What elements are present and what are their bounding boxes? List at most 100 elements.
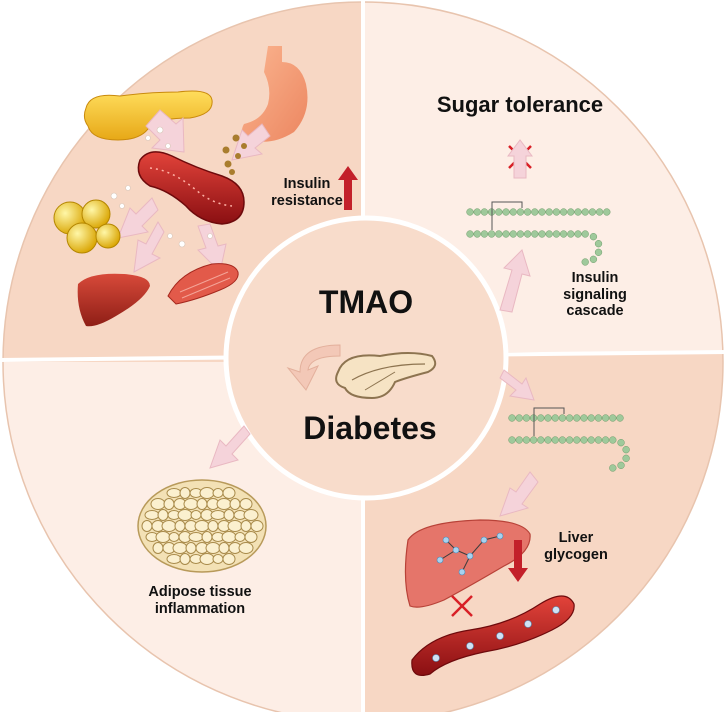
chain-bead xyxy=(594,248,603,256)
adipose-cell xyxy=(174,520,186,532)
insulin-resistance-line1: Insulin xyxy=(283,176,331,192)
cascade-arrow xyxy=(499,249,531,313)
adipose-cell xyxy=(183,498,199,510)
adipose-cell xyxy=(185,542,197,554)
chain-bead xyxy=(565,414,574,422)
chain-bead xyxy=(594,414,603,422)
adipose-cell xyxy=(240,520,252,532)
blocked-cross-icon-bottom xyxy=(451,595,473,617)
chain-bead xyxy=(594,240,603,248)
chain-bead xyxy=(567,208,575,216)
chain-bead xyxy=(617,439,625,447)
chain-bead xyxy=(594,436,603,444)
chain-bead xyxy=(508,436,516,444)
adipose-arrow xyxy=(209,425,251,469)
adipose-cell xyxy=(196,498,208,510)
chain-bead xyxy=(573,436,581,444)
adipose-cell xyxy=(172,542,188,554)
blood-vessel-icon xyxy=(137,151,245,225)
chain-bead xyxy=(609,436,617,444)
chain-bead xyxy=(601,414,610,422)
chain-bead xyxy=(544,436,552,444)
glycogen-arrow xyxy=(508,540,528,582)
chain-bead xyxy=(559,208,568,216)
adipose-cell xyxy=(221,531,237,543)
chain-bead xyxy=(588,208,597,216)
chain-bead xyxy=(538,230,546,238)
stomach-icon xyxy=(242,46,308,142)
adipose-cell xyxy=(239,498,253,510)
adipose-cell xyxy=(163,498,175,510)
insulin-resistance-line2: resistance xyxy=(271,192,343,209)
adipose-cell xyxy=(199,487,215,499)
chain-bead xyxy=(538,208,546,216)
adipose-cell xyxy=(179,487,191,499)
pancreas-icon xyxy=(83,90,213,141)
adipose-cell xyxy=(229,498,241,510)
chain-bead xyxy=(473,208,481,216)
adipose-cell xyxy=(227,520,243,532)
adipose-inflammation-line2: inflammation xyxy=(154,600,246,617)
chain-bead xyxy=(589,233,598,241)
liver-arrow xyxy=(499,471,539,517)
adipose-cell xyxy=(190,510,202,520)
chain-bead xyxy=(522,436,531,444)
insulin-signaling-label: Insulin signaling cascade xyxy=(550,270,640,320)
chain-bead xyxy=(480,208,489,216)
chain-bead xyxy=(516,208,525,216)
adipose-cell xyxy=(250,520,264,532)
chain-bead xyxy=(545,208,553,216)
chain-bead xyxy=(544,414,552,422)
chain-bead xyxy=(587,436,595,444)
adipose-cell xyxy=(210,510,226,520)
chain-bead xyxy=(537,436,545,444)
liver-glycogen-line2: glycogen xyxy=(544,546,608,563)
center-title: TMAO xyxy=(318,284,414,320)
chain-bead xyxy=(495,230,503,238)
chain-bead xyxy=(622,454,630,462)
chain-bead xyxy=(537,414,545,422)
chain-bead xyxy=(487,230,496,238)
chain-bead xyxy=(508,414,516,422)
chain-bead xyxy=(509,208,517,216)
chain-bead xyxy=(609,414,617,422)
insulin-resistance-arrow xyxy=(338,166,358,210)
chain-bead xyxy=(580,414,588,422)
insulin-signaling-line1: Insulin xyxy=(571,270,619,286)
adipose-cell xyxy=(222,487,236,499)
adipose-inflammation-label: Adipose tissue inflammation xyxy=(120,584,280,617)
chain-bead xyxy=(581,208,589,216)
chain-bead xyxy=(531,208,539,216)
chain-bead xyxy=(473,230,481,238)
adipose-cell xyxy=(207,520,219,532)
chain-bead xyxy=(480,230,489,238)
chain-bead xyxy=(559,230,568,238)
chain-bead xyxy=(581,258,589,266)
chain-bead xyxy=(603,208,611,216)
chain-bead xyxy=(523,208,532,216)
adipose-cell xyxy=(212,554,224,564)
adipose-cell xyxy=(238,542,254,554)
insulin-signaling-line2: signaling xyxy=(563,286,627,303)
adipose-cell xyxy=(177,509,193,521)
chain-bead xyxy=(516,230,525,238)
chain-bead xyxy=(502,208,510,216)
adipose-cell xyxy=(212,488,224,498)
chain-bead xyxy=(565,436,574,444)
adipose-cell xyxy=(166,488,182,498)
chain-bead xyxy=(466,208,474,216)
adipose-cell xyxy=(152,542,164,554)
blood-vessel-icon-bottom xyxy=(411,595,575,676)
adipose-cell xyxy=(188,532,204,542)
chain-bead xyxy=(595,208,604,216)
insulin-resistance-label: Insulin resistance xyxy=(262,176,352,209)
chain-bead xyxy=(551,414,559,422)
adipose-cell xyxy=(234,532,246,542)
chain-bead xyxy=(574,208,582,216)
insulin-signaling-line3: cascade xyxy=(566,303,624,320)
liver-glycogen-label: Liver glycogen xyxy=(528,530,624,563)
chain-bead xyxy=(587,414,595,422)
adipose-cell xyxy=(194,520,210,532)
adipose-cell xyxy=(161,520,177,532)
